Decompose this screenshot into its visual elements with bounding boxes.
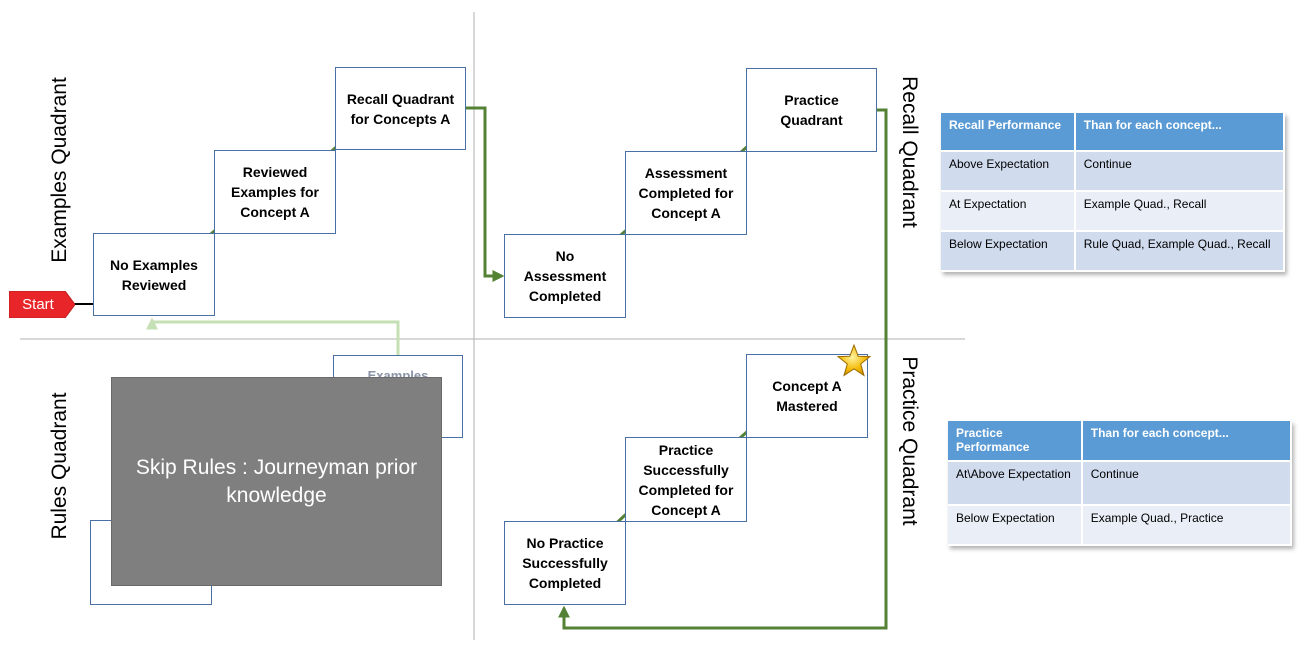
arrow-recall-to-assessment bbox=[466, 106, 505, 282]
start-tag: Start bbox=[8, 290, 76, 319]
recall-row-label: At Expectation bbox=[941, 191, 1076, 232]
arrow-practice-loop bbox=[558, 108, 888, 630]
box-no-examples-reviewed: No Examples Reviewed bbox=[93, 233, 215, 316]
practice-quadrant-label: Practice Quadrant bbox=[898, 356, 921, 526]
box-no-practice: No Practice Successfully Completed bbox=[504, 521, 626, 605]
recall-header-performance: Recall Performance bbox=[941, 113, 1076, 152]
recall-header-action: Than for each concept... bbox=[1074, 113, 1286, 152]
practice-row-action: Example Quad., Practice bbox=[1081, 505, 1293, 546]
box-recall-quadrant-concepts: Recall Quadrant for Concepts A bbox=[335, 67, 466, 150]
skip-rules-overlay: Skip Rules : Journeyman prior knowledge bbox=[111, 377, 442, 586]
box-reviewed-examples: Reviewed Examples for Concept A bbox=[214, 150, 336, 234]
recall-row-action: Example Quad., Recall bbox=[1074, 191, 1286, 232]
recall-row-label: Below Expectation bbox=[941, 231, 1076, 272]
practice-row-action: Continue bbox=[1081, 461, 1293, 506]
box-no-assessment: No Assessment Completed bbox=[504, 234, 626, 318]
box-practice-quadrant: Practice Quadrant bbox=[746, 68, 877, 152]
box-practice-successfully: Practice Successfully Completed for Conc… bbox=[625, 437, 747, 522]
practice-row-label: At\Above Expectation bbox=[948, 461, 1083, 506]
rules-quadrant-label: Rules Quadrant bbox=[48, 392, 71, 540]
practice-header-action: Than for each concept... bbox=[1081, 421, 1293, 462]
recall-row-action: Rule Quad, Example Quad., Recall bbox=[1074, 231, 1286, 272]
practice-performance-table: Practice Performance Than for each conce… bbox=[948, 421, 1293, 546]
start-label: Start bbox=[22, 296, 54, 313]
examples-quadrant-label: Examples Quadrant bbox=[48, 77, 71, 263]
faded-return-arrow bbox=[146, 317, 400, 356]
star-icon bbox=[836, 343, 872, 377]
practice-row-label: Below Expectation bbox=[948, 505, 1083, 546]
practice-header-performance: Practice Performance bbox=[948, 421, 1083, 462]
recall-performance-table: Recall Performance Than for each concept… bbox=[941, 113, 1286, 272]
box-assessment-completed: Assessment Completed for Concept A bbox=[625, 151, 747, 235]
recall-row-label: Above Expectation bbox=[941, 151, 1076, 192]
skip-rules-text: Skip Rules : Journeyman prior knowledge bbox=[135, 456, 418, 507]
start-tag-shape bbox=[8, 290, 76, 319]
recall-quadrant-label: Recall Quadrant bbox=[898, 76, 921, 228]
recall-row-action: Continue bbox=[1074, 151, 1286, 192]
